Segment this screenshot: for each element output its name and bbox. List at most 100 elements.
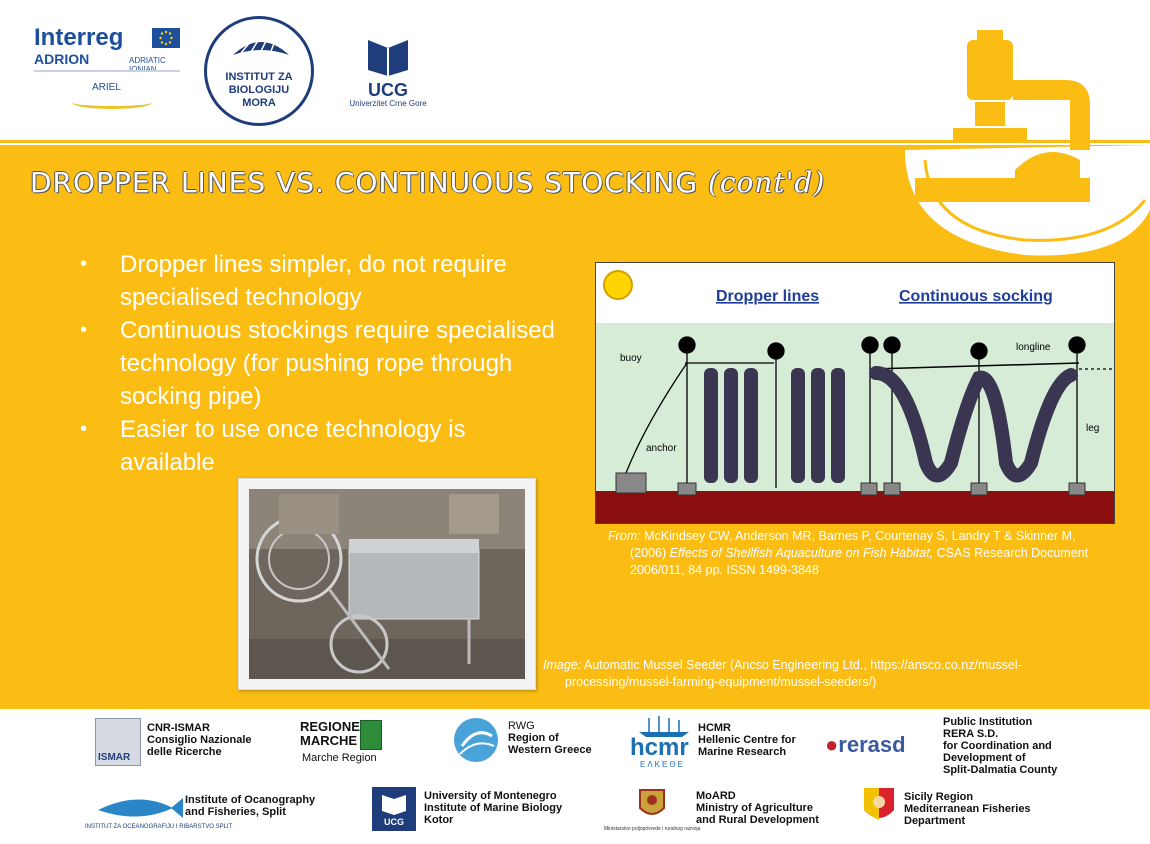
book-icon (368, 40, 408, 76)
um-partner: UCG University of Montenegro Institute o… (372, 787, 582, 835)
interreg-name: Interreg (34, 24, 124, 51)
rwg-logo-icon (454, 718, 498, 762)
marche-line2: MARCHE (300, 733, 358, 748)
sun-icon (603, 270, 633, 300)
diagram-longline-label: longline (1016, 342, 1051, 353)
izor-partner: INSTITUT ZA OCEANOGRAFIJU I RIBARSTVO SP… (85, 786, 345, 836)
sicily-shield-icon (864, 788, 894, 820)
caption-image-line1: Automatic Mussel Seeder (Ancso Engineeri… (581, 658, 1022, 672)
moard-line1: MoARD (696, 790, 736, 802)
interreg-program: ADRION (34, 51, 90, 67)
cnr-line2: Consiglio Nazionale (147, 734, 252, 746)
marche-partner: REGIONE MARCHE Marche Region (300, 718, 410, 768)
header (0, 0, 1150, 140)
shell-icon (233, 38, 289, 55)
rera-line2: RERA S.D. (943, 728, 999, 740)
izor-fish-icon (98, 798, 183, 818)
rera-line4: Development of (943, 752, 1026, 764)
diagram-label-continuous: Continuous socking (899, 288, 1053, 305)
interreg-logo: Interreg ADRION ADRIATIC IONIAN ARIEL (34, 24, 184, 119)
mussel-seeder-photo (238, 478, 536, 690)
hcmr-logo-text: hcmr (630, 734, 689, 761)
ibm-line3: MORA (242, 97, 276, 109)
caption-from-line2b: Effects of Shellfish Aquaculture on Fish… (669, 546, 934, 560)
caption-from-prefix: From: (608, 529, 641, 543)
ismar-logo-icon: ISMAR (95, 718, 141, 766)
caption-image-prefix: Image: (543, 658, 582, 672)
ariel-wave-icon (72, 96, 152, 109)
microscope-icon (905, 30, 1150, 256)
hcmr-line1: HCMR (698, 722, 731, 734)
diagram-leg-label: leg (1086, 423, 1099, 434)
cnr-line3: delle Ricerche (147, 746, 222, 758)
ibm-line2: BIOLOGIJU (228, 84, 290, 96)
hcmr-partner: hcmr ΕΛΚΕΘΕ HCMR Hellenic Centre for Mar… (630, 714, 810, 770)
marche-shield-icon (360, 720, 382, 750)
rera-line5: Split-Dalmatia County (943, 764, 1058, 776)
ship-icon (639, 716, 689, 737)
photo-image (249, 489, 525, 679)
caption-from-line1: McKindsey CW, Anderson MR, Barnes P, Cou… (640, 529, 1076, 543)
caption-from-line2c: CSAS Research Document (933, 546, 1089, 560)
photo-caption: Image: Automatic Mussel Seeder (Ancso En… (543, 657, 1083, 691)
moard-line3: and Rural Development (696, 814, 819, 826)
caption-from-line2a: (2006) (630, 546, 670, 560)
moard-logo-text: Ministarstvo poljoprivrede i ruralnog ra… (604, 826, 701, 832)
ibm-line1: INSTITUT ZA (225, 71, 293, 83)
ucg-full: Univerzitet Crne Gore (349, 99, 427, 108)
izor-logo-text: INSTITUT ZA OCEANOGRAFIJU I RIBARSTVO SP… (85, 824, 233, 830)
diagram-buoy-label: buoy (620, 353, 642, 364)
header-divider (0, 140, 1150, 148)
slide-title: DROPPER LINES VS. CONTINUOUS STOCKING (c… (30, 166, 825, 199)
izor-line1: Institute of Ocanography (185, 794, 316, 806)
sicily-line2: Mediterranean Fisheries (904, 803, 1031, 815)
diagram-label-dropper: Dropper lines (716, 288, 819, 305)
um-logo-text: UCG (384, 817, 404, 827)
diagram-svg: Dropper lines Continuous socking buoy lo… (596, 270, 1114, 523)
cnr-ismar-partner: ISMAR CNR-ISMAR Consiglio Nazionale dell… (95, 718, 295, 768)
title-main: DROPPER LINES VS. CONTINUOUS STOCKING (30, 166, 708, 199)
sicily-line1: Sicily Region (904, 791, 974, 803)
ismar-logo-text: ISMAR (98, 752, 131, 763)
diagram-anchor-label: anchor (646, 443, 677, 454)
moard-line2: Ministry of Agriculture (696, 802, 813, 814)
um-logo-icon: UCG (372, 787, 416, 831)
bullet-item: Continuous stockings require specialised… (80, 314, 560, 413)
rera-partner: ●rerasd Public Institution RERA S.D. for… (825, 714, 1065, 784)
moard-partner: Ministarstvo poljoprivrede i ruralnog ra… (604, 786, 824, 840)
marche-line1: REGIONE (300, 719, 360, 734)
caption-from-line3: 2006/011, 84 pp. ISSN 1499-3848 (630, 563, 819, 577)
partners-footer (0, 705, 1150, 844)
eu-flag-icon (152, 28, 180, 48)
rera-logo-text: rerasd (838, 732, 906, 757)
sicily-line3: Department (904, 815, 966, 827)
rera-line1: Public Institution (943, 716, 1033, 728)
um-line2: Institute of Marine Biology (424, 802, 563, 814)
mussel-culture-diagram: Dropper lines Continuous socking buoy lo… (595, 262, 1115, 524)
cnr-line1: CNR-ISMAR (147, 722, 210, 734)
marche-line3: Marche Region (302, 752, 377, 764)
sicily-partner: Sicily Region Mediterranean Fisheries De… (862, 786, 1062, 834)
rwg-line2: Region of (508, 732, 559, 744)
izor-line2: and Fisheries, Split (185, 806, 286, 818)
hcmr-sub: ΕΛΚΕΘΕ (640, 760, 685, 769)
um-line1: University of Montenegro (424, 790, 557, 802)
rera-logo-icon: ●rerasd (825, 732, 906, 757)
ucg-logo: UCG Univerzitet Crne Gore (342, 36, 434, 116)
interreg-sub: ADRIATIC IONIAN (129, 56, 166, 74)
bullet-list: Dropper lines simpler, do not require sp… (80, 248, 560, 479)
ibm-logo: INSTITUT ZA BIOLOGIJU MORA (204, 16, 314, 126)
rwg-line3: Western Greece (508, 744, 592, 756)
ucg-abbr: UCG (368, 80, 408, 100)
bullet-item: Dropper lines simpler, do not require sp… (80, 248, 560, 314)
rwg-line1: RWG (508, 720, 535, 732)
hcmr-line2: Hellenic Centre for (698, 734, 796, 746)
caption-image-line2: processing/mussel-farming-equipment/muss… (565, 675, 877, 689)
montenegro-coat-of-arms-icon (639, 789, 665, 815)
um-line3: Kotor (424, 814, 454, 826)
rera-line3: for Coordination and (943, 740, 1052, 752)
diagram-caption: From: McKindsey CW, Anderson MR, Barnes … (608, 528, 1098, 579)
title-cont: (cont'd) (707, 166, 826, 199)
ariel-label: ARIEL (92, 82, 121, 93)
rwg-partner: RWG Region of Western Greece (452, 716, 612, 766)
